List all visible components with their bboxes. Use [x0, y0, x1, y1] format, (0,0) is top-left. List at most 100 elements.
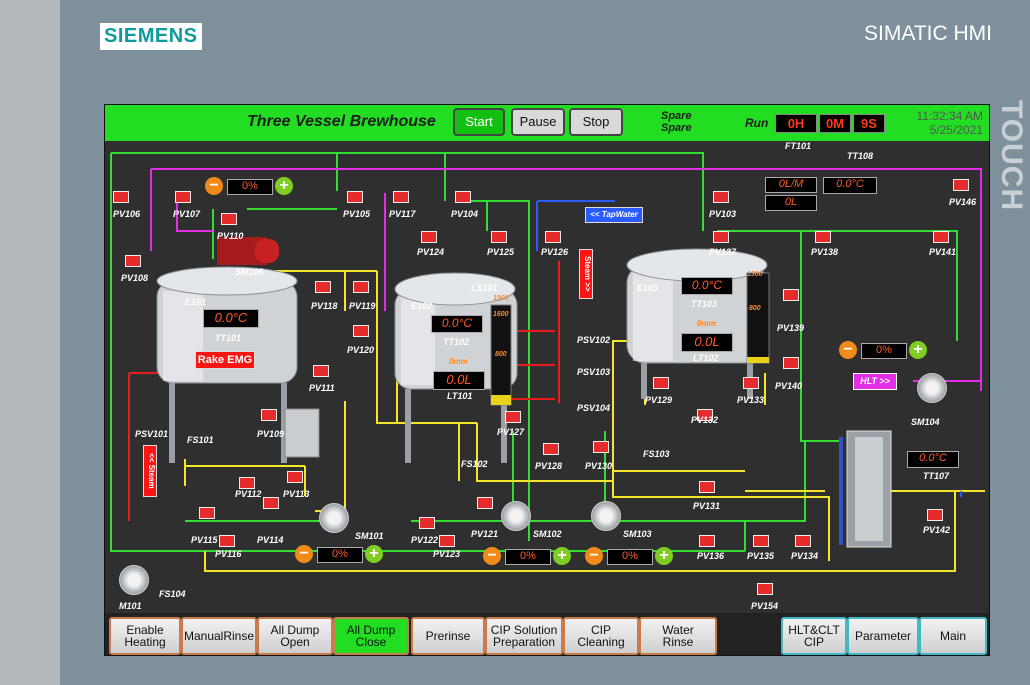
valve-pv146[interactable]	[953, 179, 969, 191]
prerinse-button[interactable]: Prerinse	[411, 617, 485, 655]
equipment-label: SM106	[235, 267, 264, 277]
stop-button[interactable]: Stop	[569, 108, 623, 136]
valve-pv110[interactable]	[221, 213, 237, 225]
equipment-label: TT102	[443, 337, 470, 347]
run-seconds: 9S	[853, 114, 885, 133]
equipment-label: FS104	[159, 589, 186, 599]
steam-tag-left: << Steam	[143, 445, 157, 497]
valve-label: PV121	[471, 529, 499, 539]
pause-button[interactable]: Pause	[511, 108, 565, 136]
valve-pv139[interactable]	[783, 289, 799, 301]
run-hours: 0H	[775, 114, 817, 133]
valve-label: PV111	[309, 383, 335, 393]
valve-pv142[interactable]	[927, 509, 943, 521]
increase-icon[interactable]: +	[655, 547, 673, 565]
valve-pv141[interactable]	[933, 231, 949, 243]
equipment-label: E102	[411, 301, 433, 311]
decrease-icon[interactable]: −	[205, 177, 223, 195]
hlt-tag[interactable]: HLT >>	[853, 373, 897, 390]
increase-icon[interactable]: +	[909, 341, 927, 359]
valve-pv105[interactable]	[347, 191, 363, 203]
run-minutes: 0M	[819, 114, 851, 133]
valve-pv140[interactable]	[783, 357, 799, 369]
valve-label: PV112	[235, 489, 262, 499]
valve-pv137[interactable]	[713, 231, 729, 243]
decrease-icon[interactable]: −	[295, 545, 313, 563]
valve-pv122[interactable]	[419, 517, 435, 529]
valve-pv130[interactable]	[593, 441, 609, 453]
valve-pv126[interactable]	[545, 231, 561, 243]
valve-pv125[interactable]	[491, 231, 507, 243]
valve-label: PV126	[541, 247, 569, 257]
valve-pv133[interactable]	[743, 377, 759, 389]
valve-pv116[interactable]	[219, 535, 235, 547]
decrease-icon[interactable]: −	[483, 547, 501, 565]
start-button[interactable]: Start	[453, 108, 505, 136]
valve-pv138[interactable]	[815, 231, 831, 243]
rake-emg-button[interactable]: Rake EMG	[195, 351, 255, 369]
decrease-icon[interactable]: −	[839, 341, 857, 359]
valve-pv103[interactable]	[713, 191, 729, 203]
decrease-icon[interactable]: −	[585, 547, 603, 565]
valve-pv121[interactable]	[477, 497, 493, 509]
speed-value: 0%	[861, 343, 907, 359]
valve-pv104[interactable]	[455, 191, 471, 203]
increase-icon[interactable]: +	[275, 177, 293, 195]
valve-label: PV146	[949, 197, 977, 207]
valve-pv115[interactable]	[199, 507, 215, 519]
valve-pv124[interactable]	[421, 231, 437, 243]
valve-pv123[interactable]	[439, 535, 455, 547]
valve-pv113[interactable]	[287, 471, 303, 483]
increase-icon[interactable]: +	[365, 545, 383, 563]
valve-pv129[interactable]	[653, 377, 669, 389]
valve-pv131[interactable]	[699, 481, 715, 493]
valve-pv128[interactable]	[543, 443, 559, 455]
pump-icon[interactable]	[591, 501, 621, 531]
lt101-mm: 0mm	[449, 357, 468, 366]
equipment-label: PSV101	[135, 429, 169, 439]
pump-icon[interactable]	[319, 503, 349, 533]
valve-pv108[interactable]	[125, 255, 141, 267]
valve-label: PV142	[923, 525, 951, 535]
valve-pv154[interactable]	[757, 583, 773, 595]
valve-label: PV124	[417, 247, 445, 257]
parameter-button[interactable]: Parameter	[847, 617, 919, 655]
valve-pv132[interactable]	[697, 409, 713, 421]
valve-pv127[interactable]	[505, 411, 521, 423]
speed-value: 0%	[317, 547, 363, 563]
valve-pv106[interactable]	[113, 191, 129, 203]
pump-icon[interactable]	[119, 565, 149, 595]
pump-icon[interactable]	[917, 373, 947, 403]
valve-pv118[interactable]	[315, 281, 331, 293]
pump-icon[interactable]	[501, 501, 531, 531]
manual-rinse-button[interactable]: ManualRinse	[181, 617, 257, 655]
valve-pv120[interactable]	[353, 325, 369, 337]
main-button[interactable]: Main	[919, 617, 987, 655]
ft101-total-readout: 0L	[765, 195, 817, 211]
valve-pv107[interactable]	[175, 191, 191, 203]
valve-pv117[interactable]	[393, 191, 409, 203]
valve-pv111[interactable]	[313, 365, 329, 377]
valve-pv114[interactable]	[263, 497, 279, 509]
equipment-label: SM104	[911, 417, 940, 427]
increase-icon[interactable]: +	[553, 547, 571, 565]
valve-pv119[interactable]	[353, 281, 369, 293]
valve-pv109[interactable]	[261, 409, 277, 421]
valve-label: PV136	[697, 551, 725, 561]
valve-pv135[interactable]	[753, 535, 769, 547]
valve-pv134[interactable]	[795, 535, 811, 547]
equipment-label: FS101	[187, 435, 214, 445]
valve-pv112[interactable]	[239, 477, 255, 489]
equipment-label: TT101	[215, 333, 242, 343]
clock: 11:32:34 AM 5/25/2021	[905, 109, 984, 137]
valve-pv136[interactable]	[699, 535, 715, 547]
tt101-readout: 0.0°C	[203, 309, 259, 328]
